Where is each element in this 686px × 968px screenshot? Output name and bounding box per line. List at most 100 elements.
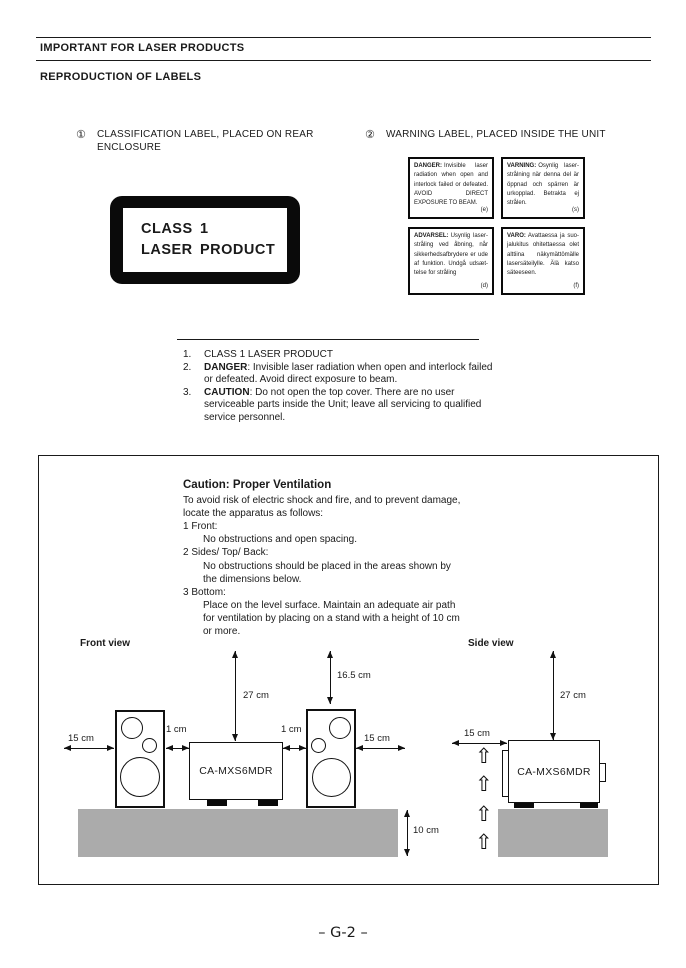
- warning-cell-advarsel-heading: ADVARSEL:: [414, 233, 449, 239]
- dim-right-gap: 1 cm: [281, 724, 302, 735]
- class-label-word-class: CLASS: [141, 221, 193, 237]
- ventilation-item3-line2: for ventilation by placing on a stand wi…: [203, 612, 460, 624]
- side-view-label: Side view: [468, 638, 514, 649]
- front-left-speaker: [115, 710, 165, 808]
- warning-cell-varo: VARO:Avattaessa ja suo­jalukitus ohitett…: [501, 227, 585, 295]
- note-2-bold: DANGER: [204, 361, 248, 373]
- warning-cell-varning-body: Osynlig laser­strålning när denna del är…: [507, 163, 579, 207]
- ventilation-item2-label: 2 Sides/ Top/ Back:: [183, 547, 269, 559]
- side-unit-rear-knob: [599, 763, 606, 782]
- note-3-number: 3.: [183, 386, 192, 398]
- dim-side-top: 27 cm: [560, 690, 586, 701]
- note-3-text: CAUTION: Do not open the top cover. Ther…: [204, 387, 499, 425]
- left-speaker-mid-icon: [142, 738, 157, 753]
- page-title: IMPORTANT FOR LASER PRODUCTS: [40, 42, 245, 54]
- dim-left-gap: 1 cm: [166, 724, 187, 735]
- left-speaker-woofer-icon: [120, 757, 160, 797]
- ventilation-item3-line1: Place on the level surface. Maintain an …: [203, 599, 456, 611]
- warning-cell-varo-suffix: (f): [573, 282, 579, 289]
- page-number: – G-2 –: [318, 925, 368, 941]
- arrow-right-gap: [283, 745, 306, 751]
- note-item-2: 2. DANGER: Invisible laser radiation whe…: [183, 362, 499, 387]
- note-3-body: : Do not open the top cover. There are n…: [204, 386, 482, 423]
- ventilation-item2-line2: the dimensions below.: [203, 573, 302, 585]
- note-1-body: CLASS 1 LASER PRODUCT: [204, 349, 333, 360]
- note-item-3: 3. CAUTION: Do not open the top cover. T…: [183, 387, 499, 425]
- front-unit-foot-left: [207, 800, 227, 806]
- arrow-left-gap: [166, 745, 189, 751]
- arrow-left-clearance: [64, 745, 114, 751]
- note-2-number: 2.: [183, 361, 192, 373]
- notes-divider: [177, 339, 479, 340]
- note-2-body: : Invisible laser radiation when open an…: [204, 361, 493, 386]
- ventilation-title: Caution: Proper Ventilation: [183, 479, 332, 491]
- note-2-text: DANGER: Invisible laser radiation when o…: [204, 362, 499, 387]
- ventilation-intro-2: locate the apparatus as follows:: [183, 508, 324, 520]
- front-view-unit: CA-MXS6MDR: [189, 742, 283, 800]
- right-speaker-woofer-icon: [312, 758, 351, 797]
- dim-side-back: 15 cm: [464, 728, 490, 739]
- left-speaker-tweeter-icon: [121, 717, 143, 739]
- front-unit-foot-right: [258, 800, 278, 806]
- class-label-word-1: 1: [200, 221, 209, 237]
- note-1-text: CLASS 1 LASER PRODUCT: [204, 349, 499, 362]
- arrow-stand-height: [404, 810, 410, 856]
- section-subtitle: REPRODUCTION OF LABELS: [40, 71, 202, 83]
- dim-left-clearance: 15 cm: [68, 733, 94, 744]
- airflow-arrow-icon: ⇧: [475, 802, 493, 826]
- warning-cell-danger-suffix: (e): [480, 206, 488, 213]
- front-view-label: Front view: [80, 638, 131, 649]
- note-1-number: 1.: [183, 349, 192, 360]
- warning-cell-varo-body: Avattaessa ja suo­jalukitus ohitettaessa…: [507, 233, 579, 277]
- airflow-arrow-icon: ⇧: [475, 772, 493, 796]
- arrow-side-top: [550, 651, 556, 740]
- arrow-side-back: [452, 740, 507, 746]
- warning-title: WARNING LABEL, PLACED INSIDE THE UNIT: [386, 129, 606, 140]
- warning-cell-danger: DANGER:Invisible laser radiation when op…: [408, 157, 494, 219]
- side-unit-foot-right: [580, 803, 598, 808]
- dim-stand-height: 10 cm: [413, 825, 439, 836]
- warning-cell-varo-heading: VARO:: [507, 233, 526, 239]
- classification-title: CLASSIFICATION LABEL, PLACED ON REAR ENC…: [97, 129, 314, 153]
- right-speaker-tweeter-icon: [329, 717, 351, 739]
- airflow-arrow-icon: ⇧: [475, 744, 493, 768]
- side-unit-model-label: CA-MXS6MDR: [517, 765, 591, 778]
- front-right-speaker: [306, 709, 356, 808]
- ventilation-box: [38, 455, 659, 885]
- header-rule-top: [36, 37, 651, 38]
- warning-cell-danger-heading: DANGER:: [414, 163, 442, 169]
- right-speaker-mid-icon: [311, 738, 326, 753]
- class-label-row1: CLASS 1: [141, 219, 287, 240]
- warning-cell-varning-suffix: (s): [572, 206, 579, 213]
- dim-right-clearance: 15 cm: [364, 733, 390, 744]
- side-unit-foot-left: [514, 803, 534, 808]
- ventilation-item3-line3: or more.: [203, 626, 241, 638]
- arrow-right-clearance: [356, 745, 405, 751]
- ventilation-item2-line1: No obstructions should be placed in the …: [203, 560, 451, 572]
- ventilation-text: Caution: Proper Ventilation To avoid ris…: [183, 479, 513, 638]
- circled-number-1: ①: [76, 129, 86, 141]
- front-view-stand: [78, 809, 398, 857]
- warning-cell-varning-heading: VARNING:: [507, 163, 537, 169]
- warning-cell-danger-body: Invisible laser radiation when open and …: [414, 163, 488, 207]
- side-view-unit: CA-MXS6MDR: [508, 740, 600, 803]
- dim-top-right: 16.5 cm: [337, 670, 371, 681]
- warning-cell-varning: VARNING:Osynlig laser­strålning när denn…: [501, 157, 585, 219]
- ventilation-item3-label: 3 Bottom:: [183, 586, 226, 598]
- arrow-top-right: [327, 651, 333, 704]
- arrow-top-center: [232, 651, 238, 741]
- dim-top-center: 27 cm: [243, 690, 269, 701]
- side-view-stand: [498, 809, 608, 857]
- ventilation-intro-1: To avoid risk of electric shock and fire…: [183, 495, 461, 507]
- note-3-bold: CAUTION: [204, 386, 250, 398]
- laser-notes-list: 1. CLASS 1 LASER PRODUCT 2. DANGER: Invi…: [183, 349, 499, 425]
- warning-cell-advarsel: ADVARSEL:Usynlig laser­stråling ved åbni…: [408, 227, 494, 295]
- ventilation-item1-line1: No obstructions and open spacing.: [203, 534, 357, 546]
- ventilation-item1-label: 1 Front:: [183, 521, 218, 533]
- front-unit-model-label: CA-MXS6MDR: [199, 765, 273, 777]
- warning-cell-advarsel-suffix: (d): [480, 282, 488, 289]
